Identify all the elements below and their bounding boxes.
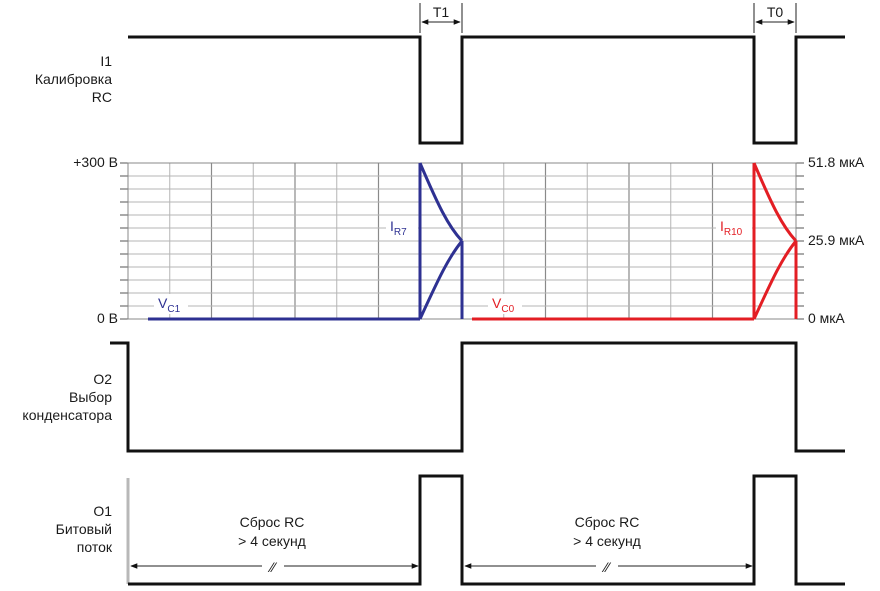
o2-label-line3: конденсатора (22, 407, 112, 423)
right-axis-top-label: 51.8 мкА (808, 154, 865, 170)
reset-right-line2: > 4 секунд (573, 533, 641, 549)
i1-label-line3: RC (92, 89, 112, 105)
vc1-label: VC1 (158, 295, 181, 315)
o2-label-line2: Выбор (69, 389, 112, 405)
t1-label: T1 (433, 4, 450, 20)
vc0-label-main: V (492, 295, 502, 311)
reset-right-line1: Сброс RC (575, 514, 640, 530)
i1-waveform (128, 35, 845, 145)
t0-label: T0 (767, 4, 784, 20)
ir7-label-main: I (390, 218, 394, 234)
reset-left-line2: > 4 секунд (238, 533, 306, 549)
o1-waveform (128, 474, 845, 586)
reset-left: ⁄⁄ Сброс RC > 4 секунд (130, 514, 419, 575)
t0-marker: T0 (753, 3, 797, 33)
o2-waveform (110, 341, 845, 453)
left-axis-bottom-label: 0 В (97, 310, 118, 326)
i1-label-line1: I1 (100, 53, 112, 69)
reset-left-break-mark: ⁄⁄ (268, 559, 278, 575)
vc0-label-sub: C0 (501, 304, 514, 315)
ir10-label: IR10 (720, 218, 743, 238)
o2-label-line1: O2 (93, 371, 112, 387)
ir7-decay-trace (418, 162, 464, 243)
ir10-label-sub: R10 (724, 227, 743, 238)
ir7-label-sub: R7 (394, 227, 407, 238)
red-traces (472, 162, 798, 321)
o1-label-line3: поток (77, 539, 113, 555)
ir7-label: IR7 (390, 218, 407, 238)
ir10-decay-trace (752, 162, 798, 243)
reset-left-line1: Сброс RC (240, 514, 305, 530)
vc0-rise-trace (752, 240, 798, 320)
right-axis-mid-label: 25.9 мкА (808, 232, 865, 248)
o1-label-line1: O1 (93, 503, 112, 519)
right-axis-bottom-label: 0 мкА (808, 310, 845, 326)
blue-traces (148, 162, 464, 321)
o1-row-label: O1 Битовый поток (56, 503, 113, 555)
o1-label-line2: Битовый (56, 521, 112, 537)
o2-row-label: O2 Выбор конденсатора (22, 371, 112, 423)
t1-marker: T1 (419, 3, 463, 33)
reset-right: ⁄⁄ Сброс RC > 4 секунд (464, 514, 753, 575)
ir10-label-main: I (720, 218, 724, 234)
reset-right-break-mark: ⁄⁄ (602, 559, 612, 575)
vc1-label-main: V (158, 295, 168, 311)
i1-label-line2: Калибровка (35, 71, 112, 87)
vc1-rise-trace (418, 240, 464, 320)
vc1-label-sub: C1 (167, 304, 180, 315)
left-axis-top-label: +300 В (73, 154, 118, 170)
i1-row-label: I1 Калибровка RC (35, 53, 112, 105)
vc0-label: VC0 (492, 295, 515, 315)
